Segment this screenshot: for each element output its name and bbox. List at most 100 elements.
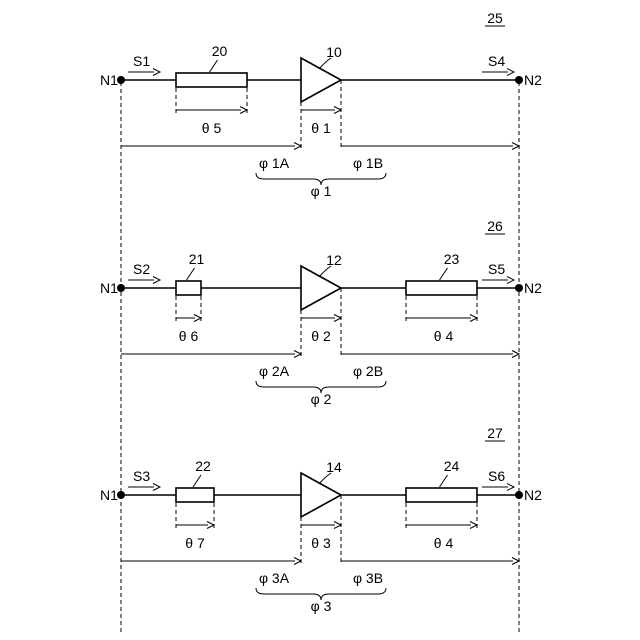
amplifier-theta-label: θ 2 [311,328,331,344]
right-line-theta-label: θ 4 [434,328,454,344]
circuit-label: 25 [487,10,503,26]
input-signal-arrow-head [153,277,160,284]
right-line-theta-arrow-head [470,315,477,322]
phi-a-arrow-head [294,351,301,358]
amplifier-id-label: 10 [326,44,342,60]
output-signal-arrow-head [507,277,514,284]
output-signal-arrow [482,277,514,284]
phi-b-label: φ 3B [353,570,383,586]
node-n2-label: N2 [524,72,542,88]
left-line-theta-arrow-head [207,522,214,529]
node-n2-label: N2 [524,280,542,296]
input-signal-label: S1 [133,53,150,69]
phi-b-label: φ 1B [353,155,383,171]
right-line-theta-label: θ 4 [434,535,454,551]
input-signal-arrow [128,484,160,491]
output-signal-arrow [482,69,514,76]
phi-b-arrow [341,558,519,565]
amplifier-theta-arrow [301,107,341,114]
output-signal-arrow-head [507,69,514,76]
phi-b-arrow [341,351,519,358]
input-signal-arrow [128,69,160,76]
left-line-box [176,281,201,295]
left-line-id-label: 22 [195,458,211,474]
phi-total-label: φ 2 [311,391,332,407]
amplifier-triangle [301,58,341,102]
amplifier-theta-arrow-head [334,522,341,529]
right-line-theta-arrow [406,522,477,529]
phi-b-label: φ 2B [353,363,383,379]
phi-a-arrow [121,143,301,150]
circuit-row-25: 25N1 N2 S1 S4 20 θ 5 10 θ 1 φ 1A φ 1B φ 1 [100,10,542,199]
phi-total-label: φ 1 [311,183,332,199]
right-line-leader [440,268,448,280]
amplifier-theta-arrow-head [334,107,341,114]
output-signal-label: S4 [488,53,505,69]
left-line-theta-label: θ 7 [185,535,205,551]
phi-a-label: φ 2A [259,363,290,379]
output-signal-arrow [482,484,514,491]
amplifier-theta-label: θ 3 [311,535,331,551]
node-n1-label: N1 [100,280,118,296]
left-line-box [176,488,214,502]
right-line-box [406,281,477,295]
output-signal-label: S6 [488,468,505,484]
phi-total-label: φ 3 [311,598,332,614]
amplifier-leader [319,473,331,484]
input-signal-label: S2 [133,261,150,277]
left-line-theta-arrow [176,315,201,322]
right-line-theta-arrow [406,315,477,322]
circuit-row-26: 26N1 N2 S2 S5 21 θ 6 23 θ 4 12 θ 2 φ 2A φ 2B φ 2 [100,218,542,407]
left-line-leader [187,268,195,280]
right-line-id-label: 23 [444,251,460,267]
input-signal-label: S3 [133,468,150,484]
phi-b-arrow-head [512,558,519,565]
left-line-id-label: 21 [189,251,205,267]
phi-a-label: φ 3A [259,570,290,586]
phi-a-arrow [121,351,301,358]
input-signal-arrow [128,277,160,284]
circuit-label: 26 [487,218,503,234]
phi-a-label: φ 1A [259,155,290,171]
node-n1-label: N1 [100,72,118,88]
input-signal-arrow-head [153,69,160,76]
amplifier-theta-arrow [301,522,341,529]
amplifier-id-label: 12 [326,252,342,268]
amplifier-triangle [301,473,341,517]
left-line-theta-label: θ 5 [202,120,222,136]
circuit-row-27: 27N1 N2 S3 S6 22 θ 7 24 θ 4 14 θ 3 φ 3A φ 3B φ 3 [100,425,542,614]
right-line-theta-arrow-head [470,522,477,529]
input-signal-arrow-head [153,484,160,491]
left-line-theta-arrow [176,522,214,529]
circuit-label: 27 [487,425,503,441]
phi-a-arrow-head [294,143,301,150]
output-signal-label: S5 [488,261,505,277]
amplifier-theta-arrow-head [334,315,341,322]
left-line-leader [193,475,201,487]
left-line-leader [210,60,218,72]
right-line-leader [440,475,448,487]
phi-b-arrow [341,143,519,150]
phi-b-arrow-head [512,351,519,358]
left-line-theta-arrow-head [194,315,201,322]
output-signal-arrow-head [507,484,514,491]
phi-b-arrow-head [512,143,519,150]
amplifier-leader [319,266,331,277]
amplifier-leader [319,58,331,69]
node-n2-label: N2 [524,487,542,503]
right-line-id-label: 24 [444,458,460,474]
phi-a-arrow [121,558,301,565]
left-line-theta-arrow [176,107,247,114]
node-n1-label: N1 [100,487,118,503]
left-line-id-label: 20 [212,43,228,59]
phi-a-arrow-head [294,558,301,565]
right-line-box [406,488,477,502]
left-line-theta-arrow-head [240,107,247,114]
amplifier-triangle [301,266,341,310]
amplifier-id-label: 14 [326,459,342,475]
amplifier-theta-arrow [301,315,341,322]
left-line-box [176,73,247,87]
amplifier-theta-label: θ 1 [311,120,331,136]
left-line-theta-label: θ 6 [179,328,199,344]
